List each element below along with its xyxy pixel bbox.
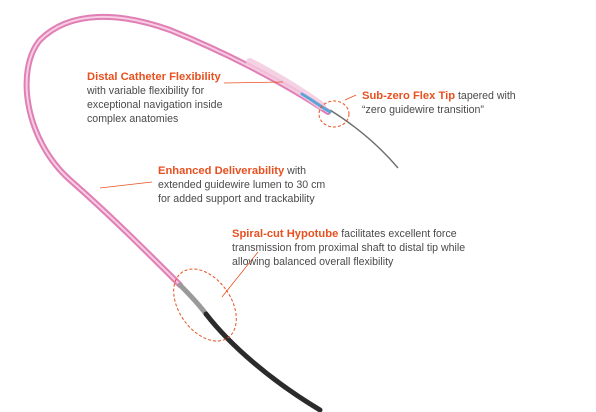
leader-deliverability <box>99 181 153 189</box>
callout-deliverability-rest: with <box>284 165 307 177</box>
hypotube-section <box>177 282 209 317</box>
leader-hypotube <box>221 251 259 298</box>
callout-distal-line2: exceptional navigation inside <box>87 99 223 111</box>
callout-hypotube: Spiral-cut Hypotube facilitates excellen… <box>232 227 465 269</box>
callout-hypotube-title: Spiral-cut Hypotube <box>232 228 339 240</box>
callout-flex-tip-line2: “zero guidewire transition” <box>362 104 484 116</box>
flex-tip-highlight-ellipse <box>318 100 350 128</box>
proximal-shaft <box>203 311 323 412</box>
callout-deliverability-title: Enhanced Deliverability <box>158 165 285 177</box>
callout-flex-tip-rest: tapered with <box>455 90 516 102</box>
callout-hypotube-line3: allowing balanced overall flexibility <box>232 256 394 268</box>
callout-deliverability-line2: extended guidewire lumen to 30 cm <box>158 179 326 191</box>
catheter-shaft-highlight <box>25 15 329 286</box>
callout-flex-tip: Sub-zero Flex Tip tapered with “zero gui… <box>362 89 516 117</box>
callout-distal-line1: with variable flexibility for <box>87 85 205 97</box>
callout-hypotube-line2: transmission from proximal shaft to dist… <box>232 242 466 254</box>
leader-distal <box>223 81 284 84</box>
callout-deliverability: Enhanced Deliverability with extended gu… <box>158 164 325 206</box>
callout-distal-line3: complex anatomies <box>87 113 179 125</box>
callout-flex-tip-title: Sub-zero Flex Tip <box>362 90 456 102</box>
flex-tip <box>300 92 332 114</box>
callout-distal-title: Distal Catheter Flexibility <box>87 71 221 83</box>
callout-hypotube-rest: facilitates excellent force <box>338 228 457 240</box>
callout-deliverability-line3: for added support and trackability <box>158 193 315 205</box>
leader-flex-tip <box>344 94 357 101</box>
hypotube-highlight-ellipse <box>173 268 237 342</box>
callout-distal-flexibility: Distal Catheter Flexibility with variabl… <box>87 70 222 126</box>
guidewire <box>329 109 399 169</box>
